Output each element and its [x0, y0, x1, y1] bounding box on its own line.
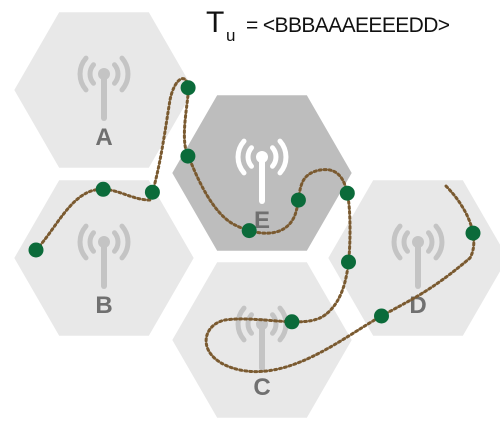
trajectory-point [95, 181, 111, 197]
trajectory-point [28, 242, 44, 258]
cell-b: B [9, 176, 199, 340]
hex-cells: A E B D C [9, 8, 500, 421]
trajectory-formula: T u = <BBBAAAEEEEDD> [206, 4, 498, 45]
trajectory-point [290, 192, 306, 208]
trajectory-point [144, 184, 160, 200]
trajectory-point [465, 225, 481, 241]
trajectory-points [28, 80, 481, 330]
trajectory-point [339, 185, 355, 201]
antenna-icon [77, 55, 131, 121]
cell-label: C [253, 374, 270, 401]
trajectory-point [180, 148, 196, 164]
trajectory-point [374, 308, 389, 324]
antenna-icon [77, 223, 131, 289]
cell-e: E [167, 91, 357, 255]
cell-label: A [95, 124, 112, 151]
cell-label: E [254, 207, 270, 234]
cell-a: A [9, 8, 199, 172]
formula-expression: = <BBBAAAEEEEDD> [246, 14, 450, 37]
hex-cell-shape [323, 176, 500, 340]
trajectory-point [241, 223, 257, 239]
antenna-icon [391, 223, 445, 289]
antenna-icon [235, 138, 289, 204]
trajectory-point [341, 254, 356, 270]
cell-c: C [167, 258, 357, 421]
user-trajectory-path [34, 77, 476, 373]
cell-d: D [323, 176, 500, 340]
formula-subscript: u [226, 26, 236, 45]
trajectory-point [180, 80, 196, 96]
formula-symbol: T [206, 6, 225, 39]
trajectory-point [284, 314, 300, 330]
cell-label: B [95, 292, 112, 319]
